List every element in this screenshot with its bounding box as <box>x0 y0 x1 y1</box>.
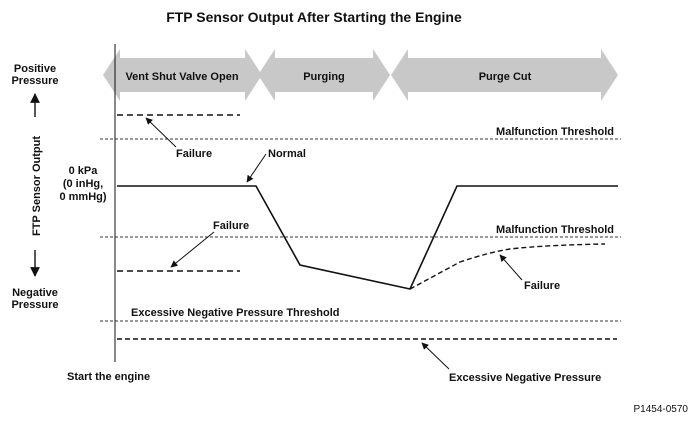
excessive-negative-arrow <box>421 342 450 370</box>
failure-right-label: Failure <box>524 280 560 292</box>
lower-threshold-label: Malfunction Threshold <box>496 224 614 236</box>
phase-label-vent-shut: Vent Shut Valve Open <box>125 71 238 83</box>
y-axis-label: FTP Sensor Output <box>31 136 43 236</box>
phase-label-purge-cut: Purge Cut <box>479 71 532 83</box>
phase-label-purging: Purging <box>303 71 345 83</box>
normal-arrow <box>246 153 267 183</box>
upper-threshold-label: Malfunction Threshold <box>496 126 614 138</box>
phase-arrow-purge-cut <box>391 49 618 101</box>
failure-upper-arrow <box>145 117 177 148</box>
zero-label-line2: (0 inHg, <box>63 178 103 190</box>
positive-pressure-label-line1: Positive <box>14 63 56 75</box>
phase-arrow-purging <box>258 49 390 101</box>
failure-lower-label: Failure <box>213 220 249 232</box>
failure-lower-arrow <box>170 231 215 268</box>
normal-trace <box>117 185 618 290</box>
negative-pressure-label-line2: Pressure <box>11 299 58 311</box>
positive-pressure-label-line2: Pressure <box>11 75 58 87</box>
zero-label-line1: 0 kPa <box>69 165 99 177</box>
figure-code: P1454-0570 <box>634 404 689 415</box>
start-engine-label: Start the engine <box>67 371 150 383</box>
failure-upper-label: Failure <box>176 148 212 160</box>
failure-right-arrow <box>499 254 523 281</box>
right-failure-curve <box>409 243 606 290</box>
normal-label: Normal <box>268 148 306 160</box>
excessive-threshold-label: Excessive Negative Pressure Threshold <box>131 307 340 319</box>
phase-arrow-vent-shut <box>103 49 262 101</box>
diagram-title: FTP Sensor Output After Starting the Eng… <box>166 9 462 25</box>
negative-pressure-label-line1: Negative <box>12 287 58 299</box>
zero-label-line3: 0 mmHg) <box>59 191 106 203</box>
excessive-negative-pressure-label: Excessive Negative Pressure <box>449 372 601 384</box>
